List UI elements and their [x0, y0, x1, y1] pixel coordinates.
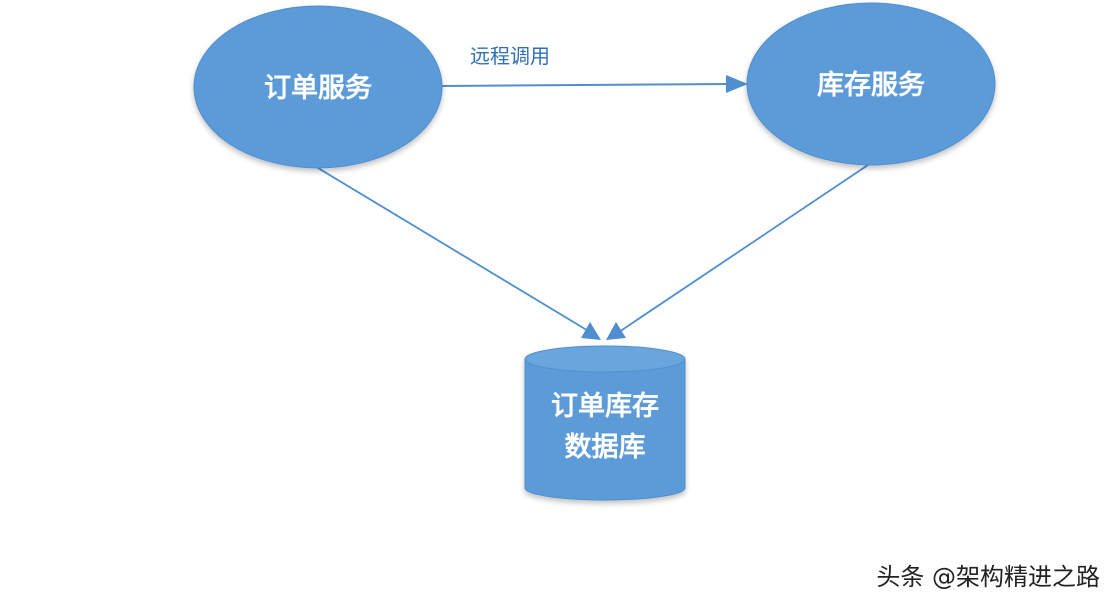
node-label-inventory-service: 库存服务	[817, 70, 925, 101]
node-label-order-service: 订单服务	[264, 73, 372, 104]
watermark: 头条 @架构精进之路	[876, 563, 1100, 591]
node-order-service	[193, 5, 443, 169]
node-database	[524, 345, 686, 501]
edge-label-remote-call: 远程调用	[470, 44, 550, 68]
edge-remote-call	[441, 75, 748, 93]
arrowhead-icon	[581, 322, 601, 340]
node-label-database-line1: 订单库存	[551, 391, 659, 422]
arrowhead-icon	[726, 75, 748, 93]
arrowhead-icon	[606, 322, 626, 340]
edge-inventory-to-database	[606, 164, 869, 340]
node-inventory-service	[746, 2, 996, 166]
node-label-database-line2: 数据库	[565, 432, 646, 463]
edge-order-to-database	[317, 167, 601, 340]
